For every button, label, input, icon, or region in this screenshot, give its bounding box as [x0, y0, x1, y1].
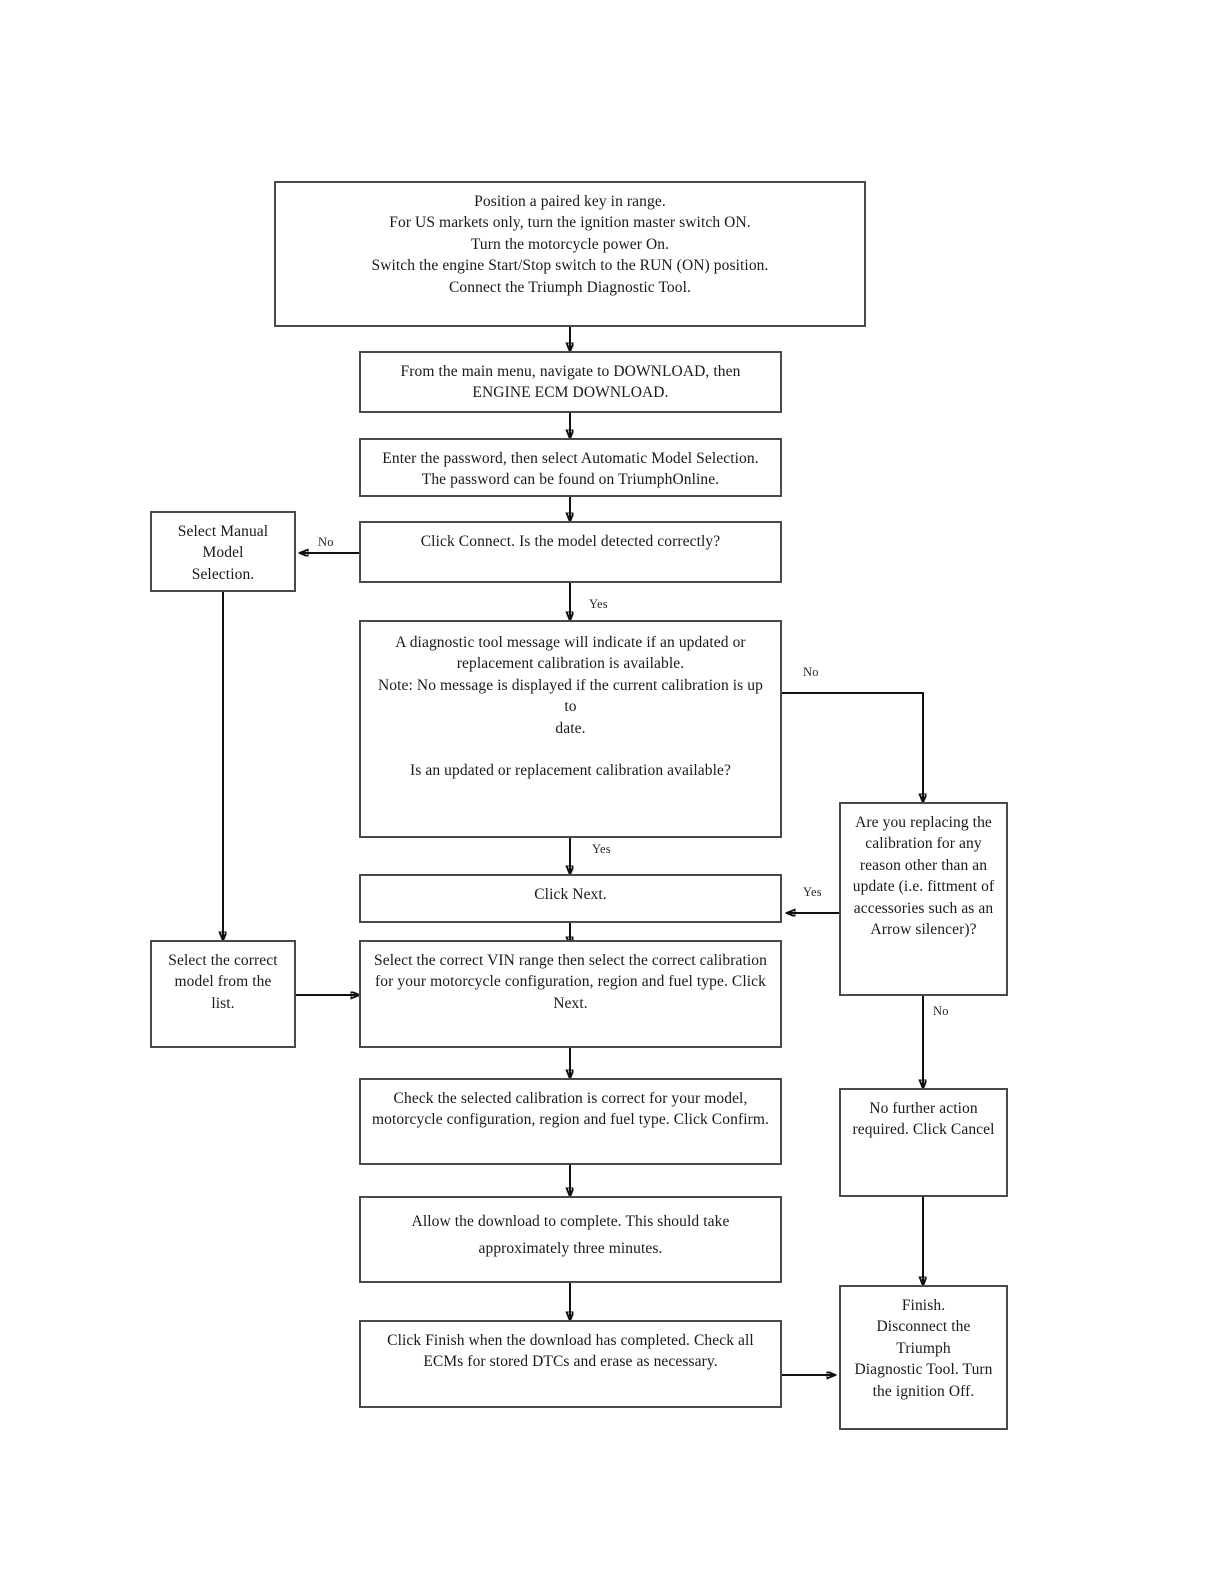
node-manual-model-selection-text: Select Manual Model Selection. [177, 523, 269, 583]
node-manual-model-selection[interactable]: Select Manual Model Selection. [150, 511, 296, 592]
node-model-detected-decision-text: Click Connect. Is the model detected cor… [420, 533, 721, 550]
node-no-further-action[interactable]: No further action required. Click Cancel [839, 1088, 1008, 1197]
node-start-setup-text: Position a paired key in range. For US m… [371, 193, 769, 296]
edge-label-model-detected-no: No [318, 535, 334, 549]
node-select-model-from-list-text: Select the correct model from the list. [168, 952, 278, 1012]
node-select-vin-range-text: Select the correct VIN range then select… [374, 952, 767, 1012]
connector-calibration-no-to-replacing [782, 692, 923, 802]
node-calibration-available-decision[interactable]: A diagnostic tool message will indicate … [359, 620, 782, 838]
node-enter-password-text: Enter the password, then select Automati… [382, 450, 759, 489]
node-select-vin-range[interactable]: Select the correct VIN range then select… [359, 940, 782, 1048]
node-check-calibration-text: Check the selected calibration is correc… [371, 1090, 770, 1129]
node-allow-download-text: Allow the download to complete. This sho… [411, 1213, 730, 1258]
edge-label-calibration-available-no: No [803, 665, 819, 679]
edge-label-model-detected-yes: Yes [589, 597, 608, 611]
node-click-finish-text: Click Finish when the download has compl… [387, 1332, 754, 1371]
edge-label-replacing-reason-no: No [933, 1004, 949, 1018]
node-click-next-text: Click Next. [534, 886, 607, 903]
node-replacing-reason-decision[interactable]: Are you replacing the calibration for an… [839, 802, 1008, 996]
node-select-model-from-list[interactable]: Select the correct model from the list. [150, 940, 296, 1048]
node-model-detected-decision[interactable]: Click Connect. Is the model detected cor… [359, 521, 782, 583]
edge-label-replacing-reason-yes: Yes [803, 885, 822, 899]
node-finish-text: Finish. Disconnect the Triumph Diagnosti… [854, 1297, 993, 1400]
node-click-finish[interactable]: Click Finish when the download has compl… [359, 1320, 782, 1408]
node-enter-password[interactable]: Enter the password, then select Automati… [359, 438, 782, 497]
node-navigate-download[interactable]: From the main menu, navigate to DOWNLOAD… [359, 351, 782, 413]
node-replacing-reason-decision-text: Are you replacing the calibration for an… [852, 814, 995, 938]
node-click-next[interactable]: Click Next. [359, 874, 782, 923]
node-allow-download[interactable]: Allow the download to complete. This sho… [359, 1196, 782, 1283]
node-finish[interactable]: Finish. Disconnect the Triumph Diagnosti… [839, 1285, 1008, 1430]
node-navigate-download-text: From the main menu, navigate to DOWNLOAD… [400, 363, 741, 402]
node-calibration-available-decision-text: A diagnostic tool message will indicate … [378, 634, 763, 780]
node-start-setup[interactable]: Position a paired key in range. For US m… [274, 181, 866, 327]
node-check-calibration[interactable]: Check the selected calibration is correc… [359, 1078, 782, 1165]
edge-label-calibration-available-yes: Yes [592, 842, 611, 856]
node-no-further-action-text: No further action required. Click Cancel [852, 1100, 995, 1139]
